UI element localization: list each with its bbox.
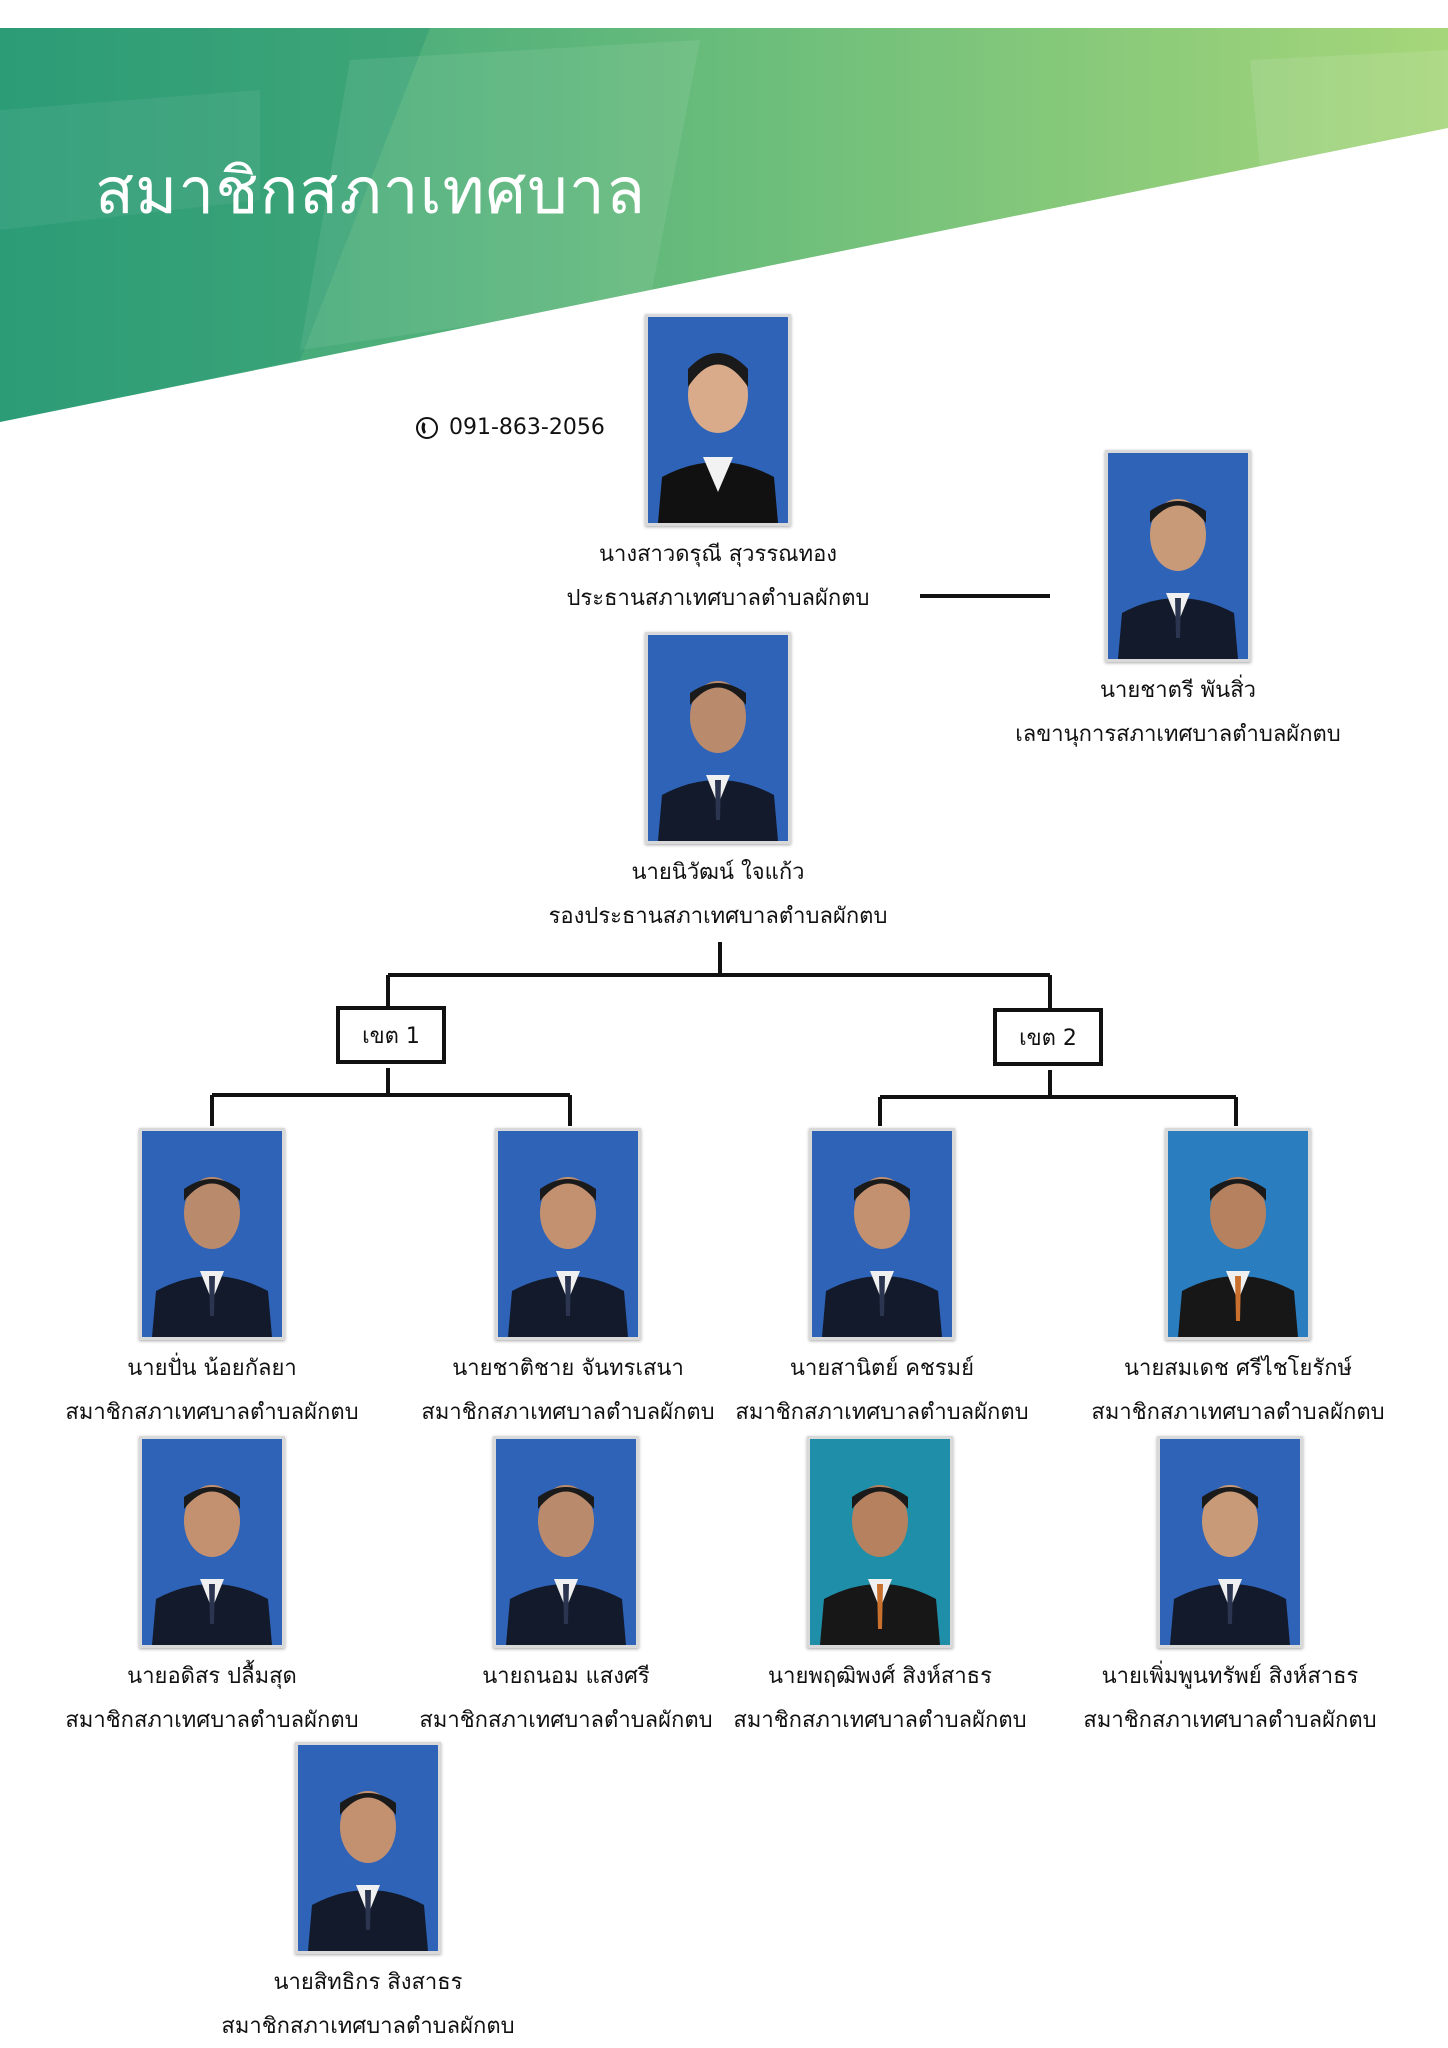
member-name: นายถนอม แสงศรี (482, 1664, 650, 1689)
member-photo (139, 1436, 285, 1648)
header-banner (0, 28, 1448, 422)
member-card: นายปั่น น้อยกัลยา สมาชิกสภาเทศบาลตำบลผัก… (2, 1128, 422, 1428)
member-name: นายปั่น น้อยกัลยา (127, 1356, 297, 1381)
member-photo (1165, 1128, 1311, 1340)
member-photo (493, 1436, 639, 1648)
member-card: นายสานิตย์ คชรมย์ สมาชิกสภาเทศบาลตำบลผัก… (672, 1128, 1092, 1428)
page-title: สมาชิกสภาเทศบาล (95, 155, 647, 229)
member-name: นายสมเดช ศรีไชโยรักษ์ (1123, 1356, 1353, 1381)
zone-2-box: เขต 2 (993, 1008, 1103, 1066)
secretary-role: เลขานุการสภาเทศบาลตำบลผักตบ (1015, 722, 1341, 747)
chairman-name: นางสาวดรุณี สุวรรณทอง (598, 542, 838, 567)
member-role: สมาชิกสภาเทศบาลตำบลผักตบ (1083, 1708, 1377, 1733)
member-card: นายเพิ่มพูนทรัพย์ สิงห์สาธร สมาชิกสภาเทศ… (1020, 1436, 1440, 1736)
member-role: สมาชิกสภาเทศบาลตำบลผักตบ (735, 1400, 1029, 1425)
vice-chairman-photo (645, 632, 791, 844)
chairman-card: นางสาวดรุณี สุวรรณทอง ประธานสภาเทศบาลตำบ… (508, 314, 928, 614)
member-card: นายสิทธิกร สิงสาธร สมาชิกสภาเทศบาลตำบลผั… (158, 1742, 578, 2042)
member-role: สมาชิกสภาเทศบาลตำบลผักตบ (1091, 1400, 1385, 1425)
vice-chairman-role: รองประธานสภาเทศบาลตำบลผักตบ (548, 904, 888, 929)
member-role: สมาชิกสภาเทศบาลตำบลผักตบ (419, 1708, 713, 1733)
vice-chairman-card: นายนิวัฒน์ ใจแก้ว รองประธานสภาเทศบาลตำบล… (508, 632, 928, 932)
phone-contact: 091-863-2056 (415, 415, 605, 440)
member-card: นายอดิสร ปลื้มสุด สมาชิกสภาเทศบาลตำบลผัก… (2, 1436, 422, 1736)
zone-1-box: เขต 1 (336, 1006, 446, 1064)
member-role: สมาชิกสภาเทศบาลตำบลผักตบ (733, 1708, 1027, 1733)
member-photo (495, 1128, 641, 1340)
member-role: สมาชิกสภาเทศบาลตำบลผักตบ (221, 2014, 515, 2039)
member-role: สมาชิกสภาเทศบาลตำบลผักตบ (65, 1708, 359, 1733)
member-card: นายถนอม แสงศรี สมาชิกสภาเทศบาลตำบลผักตบ (356, 1436, 776, 1736)
secretary-photo (1105, 450, 1251, 662)
member-photo (809, 1128, 955, 1340)
member-role: สมาชิกสภาเทศบาลตำบลผักตบ (65, 1400, 359, 1425)
member-photo (295, 1742, 441, 1954)
member-name: นายสิทธิกร สิงสาธร (273, 1970, 463, 1995)
secretary-card: นายชาตรี พันสิ่ว เลขานุการสภาเทศบาลตำบลผ… (968, 450, 1388, 750)
member-name: นายพฤฒิพงศ์ สิงห์สาธร (768, 1664, 992, 1689)
member-photo (807, 1436, 953, 1648)
member-card: นายสมเดช ศรีไชโยรักษ์ สมาชิกสภาเทศบาลตำบ… (1028, 1128, 1448, 1428)
phone-icon (416, 416, 438, 439)
phone-number: 091-863-2056 (449, 415, 605, 440)
member-card: นายชาติชาย จันทรเสนา สมาชิกสภาเทศบาลตำบล… (358, 1128, 778, 1428)
member-name: นายเพิ่มพูนทรัพย์ สิงห์สาธร (1101, 1664, 1359, 1689)
member-photo (1157, 1436, 1303, 1648)
chairman-role: ประธานสภาเทศบาลตำบลผักตบ (566, 586, 870, 611)
member-card: นายพฤฒิพงศ์ สิงห์สาธร สมาชิกสภาเทศบาลตำบ… (670, 1436, 1090, 1736)
secretary-name: นายชาตรี พันสิ่ว (1100, 678, 1256, 703)
member-role: สมาชิกสภาเทศบาลตำบลผักตบ (421, 1400, 715, 1425)
member-name: นายชาติชาย จันทรเสนา (452, 1356, 684, 1381)
chairman-photo (645, 314, 791, 526)
member-photo (139, 1128, 285, 1340)
vice-chairman-name: นายนิวัฒน์ ใจแก้ว (631, 860, 805, 885)
member-name: นายสานิตย์ คชรมย์ (789, 1356, 975, 1381)
member-name: นายอดิสร ปลื้มสุด (127, 1664, 297, 1689)
